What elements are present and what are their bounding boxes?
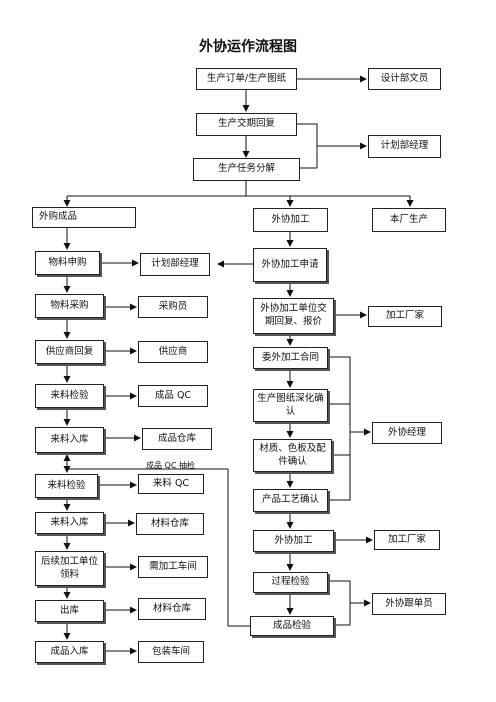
processing-factory-2-node: 加工厂家 <box>374 530 440 550</box>
supplier-node: 供应商 <box>138 341 208 363</box>
incoming-qc-node: 来料 QC <box>138 474 204 494</box>
incoming-inspection-1-node: 来料检验 <box>35 384 104 408</box>
planning-manager-top-node: 计划部经理 <box>368 135 441 158</box>
outsourcing-follower-node: 外协跟单员 <box>372 593 446 615</box>
processing-factory-1-node: 加工厂家 <box>368 306 442 327</box>
vendor-reply-node: 外协加工单位交期回复、报价 <box>253 298 334 334</box>
finished-warehouse-node: 成品仓库 <box>142 428 212 450</box>
followup-processing-node: 后续加工单位领料 <box>35 551 104 586</box>
outsourced-processing-2-node: 外协加工 <box>253 530 334 552</box>
material-warehouse-1-node: 材料仓库 <box>136 513 204 535</box>
material-request-node: 物料申购 <box>35 251 100 275</box>
finished-qc-node: 成品 QC <box>138 385 208 407</box>
in-house-production-node: 本厂生产 <box>372 208 446 232</box>
outsourcing-contract-node: 委外加工合同 <box>253 347 328 369</box>
page-title: 外协运作流程图 <box>199 39 297 55</box>
material-color-confirm-node: 材质、色板及配件确认 <box>253 439 332 472</box>
incoming-storage-1-node: 来料入库 <box>35 427 104 453</box>
material-purchase-node: 物料采购 <box>35 294 104 318</box>
supplier-reply-node: 供应商回复 <box>35 340 104 364</box>
planning-manager-node: 计划部经理 <box>140 253 210 276</box>
finished-storage-node: 成品入库 <box>35 641 104 663</box>
sampling-note: 成品 QC 抽检 <box>146 461 195 470</box>
outsourcing-manager-node: 外协经理 <box>372 422 442 444</box>
material-warehouse-2-node: 材料仓库 <box>138 598 206 620</box>
processing-workshop-node: 需加工车间 <box>138 556 208 578</box>
incoming-storage-2-node: 来料入库 <box>35 512 104 534</box>
buyer-node: 采购员 <box>138 296 208 318</box>
outsourced-finished-node: 外购成品 <box>32 207 136 228</box>
finished-inspection-node: 成品检验 <box>250 616 334 636</box>
design-clerk-node: 设计部文员 <box>368 68 441 90</box>
drawing-detailing-node: 生产图纸深化确认 <box>253 389 328 422</box>
outbound-node: 出库 <box>35 600 104 622</box>
process-confirm-node: 产品工艺确认 <box>253 489 328 512</box>
packing-workshop-node: 包装车间 <box>138 641 204 663</box>
incoming-inspection-2-node: 来料检验 <box>35 474 98 498</box>
process-inspection-node: 过程检验 <box>253 572 328 593</box>
outsourced-processing-node: 外协加工 <box>253 208 328 232</box>
task-breakdown-node: 生产任务分解 <box>193 158 300 181</box>
production-order-node: 生产订单/生产图纸 <box>196 68 297 90</box>
delivery-reply-node: 生产交期回复 <box>196 113 297 136</box>
outsourcing-request-node: 外协加工申请 <box>253 248 327 282</box>
